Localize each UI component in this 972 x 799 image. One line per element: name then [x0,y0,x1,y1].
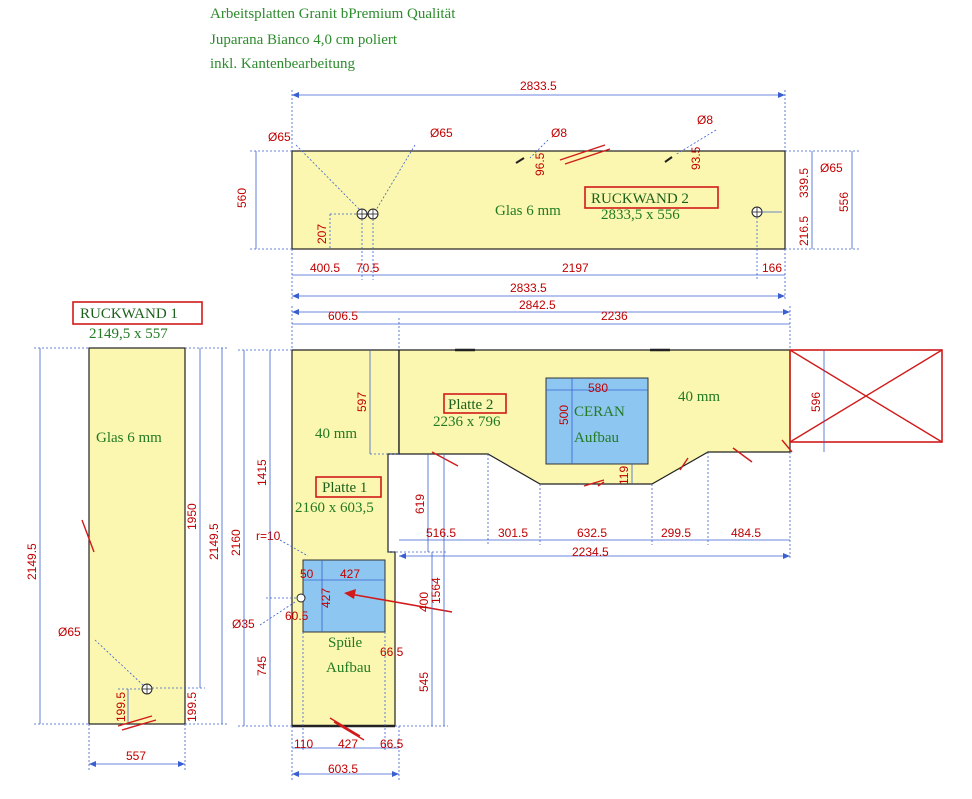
ruckwand-1-size: 2149,5 x 557 [89,326,168,342]
break-mark [117,715,157,731]
ruckwand-1-panel [88,347,186,725]
ceran-label-top: CERAN [574,404,625,420]
dim-1415: 1415 [255,459,269,486]
dim-2197: 2197 [562,261,589,275]
dim-119: 119 [617,466,631,485]
dim-596: 596 [809,392,823,412]
ruckwand-2-material: Glas 6 mm [495,203,561,219]
platte-1-size: 2160 x 603,5 [295,500,374,516]
platte-1-thickness: 40 mm [315,426,357,442]
dim-2833-5-top: 2833.5 [520,79,557,93]
ceran-label-bottom: Aufbau [574,430,619,446]
hole-5-diameter: Ø65 [820,161,843,175]
dim-110: 110 [294,737,313,751]
dimensions-l: 2842.5 606.5 2236 2160 1415 745 597 619 … [229,298,791,780]
ruckwand-2-title-box [584,186,719,209]
platte-2-title: Platte 2 [448,397,493,413]
platte-2-size: 2236 x 796 [433,414,501,430]
dim-2833-5-bottom: 2833.5 [510,281,547,295]
dim-557: 557 [126,749,146,763]
dim-2160: 2160 [229,529,243,556]
dim-606-5: 606.5 [328,309,358,323]
dim-301-5: 301.5 [498,526,528,540]
dim-603-5: 603.5 [328,762,358,776]
dim-556: 556 [837,192,851,212]
dim-207: 207 [315,224,329,244]
dim-484-5: 484.5 [731,526,761,540]
ruckwand-1-title-box [72,301,203,325]
hole-4-diameter: Ø8 [697,113,713,127]
sink-label-top: Spüle [328,635,363,651]
dim-r10: r=10 [256,529,281,543]
dim-500: 500 [557,405,571,425]
dim-580: 580 [588,381,608,395]
break-mark [81,519,95,553]
dim-745: 745 [255,656,269,676]
excluded-area [789,349,943,443]
hole-2-diameter: Ø65 [430,126,453,140]
ruckwand-2-panel [291,150,786,250]
header-line-2: Juparana Bianco 4,0 cm poliert [210,32,398,48]
platte-1-title-box [315,476,382,498]
dim-70-5: 70.5 [356,261,380,275]
dim-2149-5-left: 2149.5 [25,543,39,580]
ruckwand-1: RUCKWAND 1 2149,5 x 557 Glas 6 mm 2149.5… [25,301,228,770]
hole-3-diameter: Ø8 [551,126,567,140]
header-line-1: Arbeitsplatten Granit bPremium Qualität [210,6,456,22]
break-mark [559,144,611,165]
platte-2-title-box [443,393,507,414]
tap-hole [296,593,306,603]
dim-50: 50 [300,567,314,581]
dim-1950: 1950 [185,503,199,530]
dim-tap-diameter: Ø35 [232,617,255,631]
dim-60-5: 60.5 [285,609,309,623]
dim-199-5-left: 199.5 [114,692,128,722]
sink-label-bottom: Aufbau [326,660,371,676]
ruckwand-2: 2833.5 560 556 339.5 216.5 Ø65 Ø65 Ø65 2… [235,79,860,300]
dim-199-5-right: 199.5 [185,692,199,722]
countertop-l-shape: CERAN Aufbau 580 500 119 427 50 427 Ø35 … [232,348,943,741]
platte-2-thickness: 40 mm [678,389,720,405]
dim-2234-5: 2234.5 [572,545,609,559]
dim-166: 166 [762,261,782,275]
dim-632-5: 632.5 [577,526,607,540]
dim-545: 545 [417,672,431,692]
ruckwand-2-title: RUCKWAND 2 [591,191,689,207]
dim-516-5: 516.5 [426,526,456,540]
dim-400: 400 [417,592,431,612]
dim-96-5: 96.5 [533,152,547,176]
dim-66-5-side: 66.5 [380,645,404,659]
dim-619: 619 [413,494,427,514]
platte-1-title: Platte 1 [322,480,367,496]
dim-339-5: 339.5 [797,168,811,198]
dim-216-5: 216.5 [797,216,811,246]
dim-427-sink-w: 427 [340,567,360,581]
dim-299-5: 299.5 [661,526,691,540]
ruckwand-2-size: 2833,5 x 556 [601,207,680,223]
ruckwand-1-hole-diameter: Ø65 [58,625,81,639]
dim-400-5: 400.5 [310,261,340,275]
dim-1564: 1564 [429,577,443,604]
hole-1-diameter: Ø65 [268,130,291,144]
dim-2236: 2236 [601,309,628,323]
dim-427-sink-h: 427 [319,588,333,608]
dim-597: 597 [355,392,369,412]
ruckwand-1-material: Glas 6 mm [96,430,162,446]
dim-93-5: 93.5 [689,146,703,170]
dim-560: 560 [235,188,249,208]
dim-2149-5-right: 2149.5 [207,523,221,560]
header-line-3: inkl. Kantenbearbeitung [210,56,355,72]
break-marks [329,439,793,741]
dim-427-bottom: 427 [338,737,358,751]
dim-66-5-bottom: 66.5 [380,737,404,751]
sink-cutout [302,559,386,633]
ceran-cutout [545,377,649,465]
dim-2842-5: 2842.5 [519,298,556,312]
ruckwand-1-title: RUCKWAND 1 [80,306,178,322]
